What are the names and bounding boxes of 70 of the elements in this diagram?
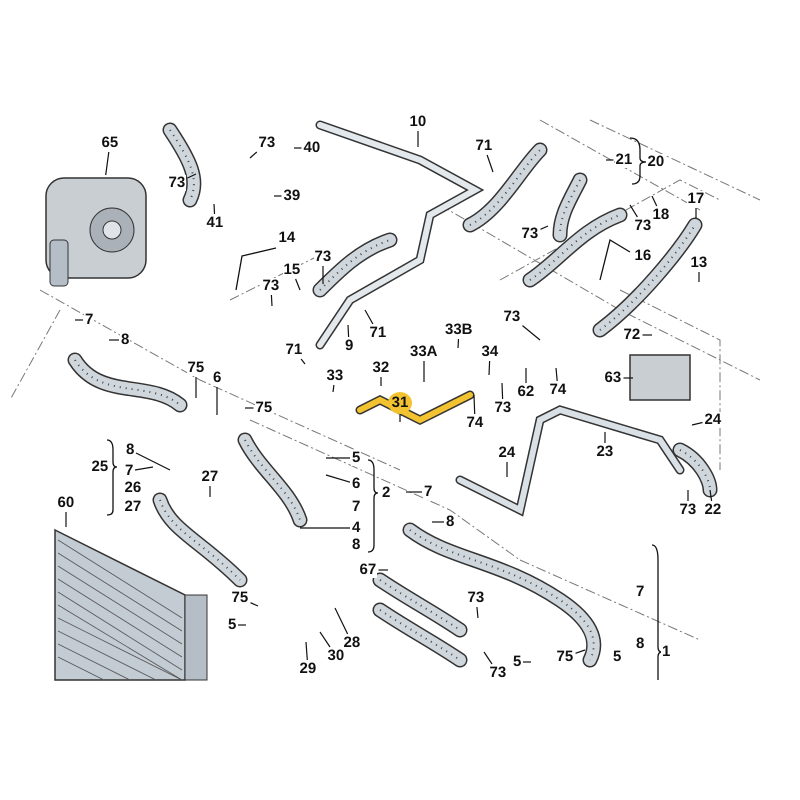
- leader-line: [698, 272, 700, 282]
- leader-line: [320, 632, 330, 648]
- leader-line: [406, 491, 422, 493]
- leader-line: [209, 486, 211, 497]
- leader-line: [629, 204, 638, 218]
- leader-line: [687, 490, 689, 501]
- leader-line: [65, 512, 67, 527]
- leader-line: [213, 204, 216, 214]
- leader-line: [136, 452, 170, 471]
- leader-line: [476, 606, 479, 618]
- leader-line: [604, 432, 606, 443]
- leader-line: [484, 652, 492, 664]
- leader-line: [486, 154, 494, 172]
- leader-line: [294, 147, 302, 149]
- leader-line: [75, 319, 83, 321]
- leader-line: [473, 394, 476, 414]
- leader-line: [326, 474, 350, 483]
- leader-line: [417, 131, 419, 147]
- leader-line: [501, 382, 504, 400]
- leader-line: [695, 208, 697, 218]
- leader-line: [109, 339, 119, 341]
- leader-line: [606, 159, 614, 161]
- callout-number: 17: [686, 191, 706, 207]
- leader-line: [195, 377, 197, 398]
- leader-line: [332, 384, 334, 392]
- leader-line: [432, 521, 444, 523]
- leader-line: [305, 642, 308, 660]
- leader-line: [250, 152, 258, 158]
- leader-line: [692, 422, 703, 426]
- leader-line: [540, 225, 548, 230]
- leader-line: [525, 368, 527, 383]
- leader-line: [245, 407, 254, 409]
- leader-line: [457, 338, 460, 348]
- leader-line: [651, 196, 658, 206]
- leader-line: [270, 294, 273, 306]
- leader-line: [187, 173, 196, 179]
- callout-number: 21: [614, 152, 634, 168]
- callout-number: 24: [704, 412, 722, 428]
- leader-line: [326, 457, 350, 459]
- callout-number: 5: [351, 450, 362, 466]
- leader-line: [347, 324, 350, 338]
- callout-number: 6: [212, 370, 222, 386]
- leader-line: [555, 368, 558, 382]
- leader-line: [300, 527, 350, 529]
- leader-line: [575, 649, 586, 654]
- leader-line: [506, 462, 508, 477]
- callout-number: 7: [423, 484, 434, 500]
- leader-line: [105, 152, 110, 176]
- leader-line: [322, 266, 324, 284]
- leader-line: [134, 466, 154, 471]
- highlighted-callout-number: 31: [388, 392, 412, 414]
- leader-line: [216, 387, 218, 415]
- leader-line: [399, 415, 401, 422]
- leader-line: [522, 325, 540, 340]
- leader-line: [624, 377, 633, 379]
- callout-number: 75: [254, 400, 274, 416]
- callout-number: 75: [186, 360, 206, 376]
- leader-line: [364, 310, 374, 324]
- callout-number: 67: [358, 562, 378, 578]
- callout-number: 73: [168, 175, 186, 191]
- leader-line: [250, 602, 258, 607]
- leader-line: [488, 360, 490, 376]
- leader-line: [274, 195, 282, 197]
- leader-line: [295, 278, 301, 290]
- leader-line: [709, 490, 712, 502]
- leader-line: [300, 358, 306, 364]
- leader-line: [378, 569, 388, 571]
- leader-line: [642, 334, 652, 336]
- leader-line: [423, 361, 425, 382]
- leader-line: [334, 608, 348, 634]
